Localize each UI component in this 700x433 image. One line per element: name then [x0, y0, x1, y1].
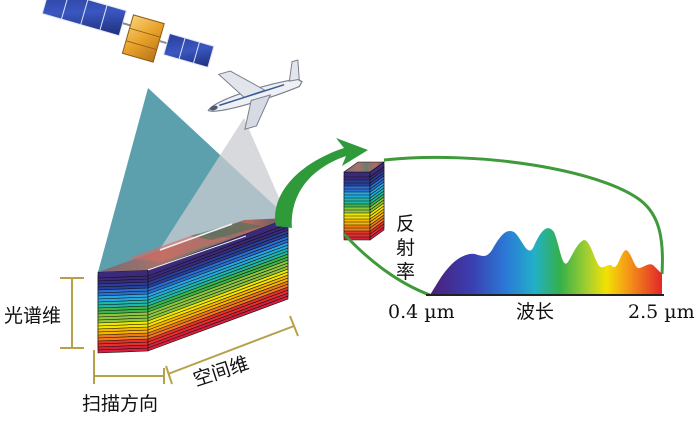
- spatial-dim-label: 空间维: [191, 352, 252, 391]
- airplane-beam: [158, 118, 288, 252]
- spectrum-curve: [430, 228, 662, 295]
- pixel-spectrum-column: [343, 161, 385, 241]
- spectrum-outline-bottom: [342, 232, 431, 297]
- pixel-column-layer: [343, 161, 385, 178]
- reflectance-char-3: 率: [396, 261, 415, 283]
- reflectance-char-2: 射: [396, 237, 415, 259]
- spectral-dim-label: 光谱维: [4, 305, 61, 327]
- pixel-column-top: [343, 161, 385, 173]
- cube-layers: [97, 217, 289, 354]
- reflectance-char-1: 反: [396, 213, 415, 235]
- wavelength-label: 波长: [516, 301, 554, 323]
- spatial-dim-bracket: [165, 315, 299, 385]
- data-cube: [97, 217, 289, 354]
- arrow-cube-to-pixel: [275, 138, 368, 228]
- scan-dir-label: 扫描方向: [82, 393, 158, 415]
- scan-dir-bracket: [93, 350, 165, 384]
- wavelength-end-label: 2.5 µm: [628, 301, 695, 323]
- reflectance-label: 反 射 率: [396, 213, 415, 283]
- airplane-icon: [207, 59, 303, 130]
- satellite-icon: [41, 0, 215, 68]
- spectrum-outline-top: [383, 155, 664, 275]
- wavelength-start-label: 0.4 µm: [388, 301, 455, 323]
- spectral-dim-bracket: [60, 277, 84, 349]
- cube-top-image: [98, 218, 288, 272]
